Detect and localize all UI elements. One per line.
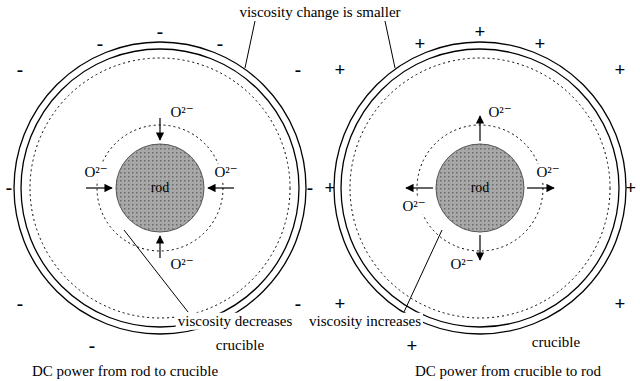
charge-sign: - [215,34,225,55]
charge-sign: + [533,34,548,55]
charge-sign: - [305,178,315,199]
rod-label: rod [115,180,205,196]
text-label: O²⁻ [168,104,195,121]
rod-circle: rod [115,143,205,233]
text-label: viscosity decreases [176,313,295,330]
text-label: O²⁻ [82,164,109,181]
charge-sign: - [87,336,97,357]
charge-sign: - [4,178,14,199]
charge-sign: + [333,294,348,315]
text-label: crucible [214,337,266,354]
text-label: DC power from crucible to rod [413,363,603,380]
text-label: O²⁻ [168,256,195,273]
text-label: O²⁻ [486,104,513,121]
charge-sign: - [293,60,303,81]
text-label: O²⁻ [534,164,561,181]
charge-sign: - [293,294,303,315]
charge-sign: + [623,178,638,199]
text-label: O²⁻ [212,164,239,181]
charge-sign: + [413,34,428,55]
rod-circle: rod [435,143,525,233]
charge-sign: + [473,22,488,43]
charge-sign: - [155,22,165,43]
text-label: viscosity increases [307,313,423,330]
text-label: DC power from rod to crucible [30,363,220,380]
charge-sign: + [333,60,348,81]
text-label: viscosity change is smaller [237,4,402,21]
text-label: crucible [530,334,582,351]
charge-sign: + [405,336,420,357]
rod-label: rod [435,180,525,196]
charge-sign: + [613,60,628,81]
charge-sign: - [15,294,25,315]
text-label: O²⁻ [400,198,427,215]
charge-sign: + [323,178,338,199]
charge-sign: + [613,294,628,315]
text-label: O²⁻ [448,256,475,273]
charge-sign: - [95,34,105,55]
charge-sign: - [15,60,25,81]
